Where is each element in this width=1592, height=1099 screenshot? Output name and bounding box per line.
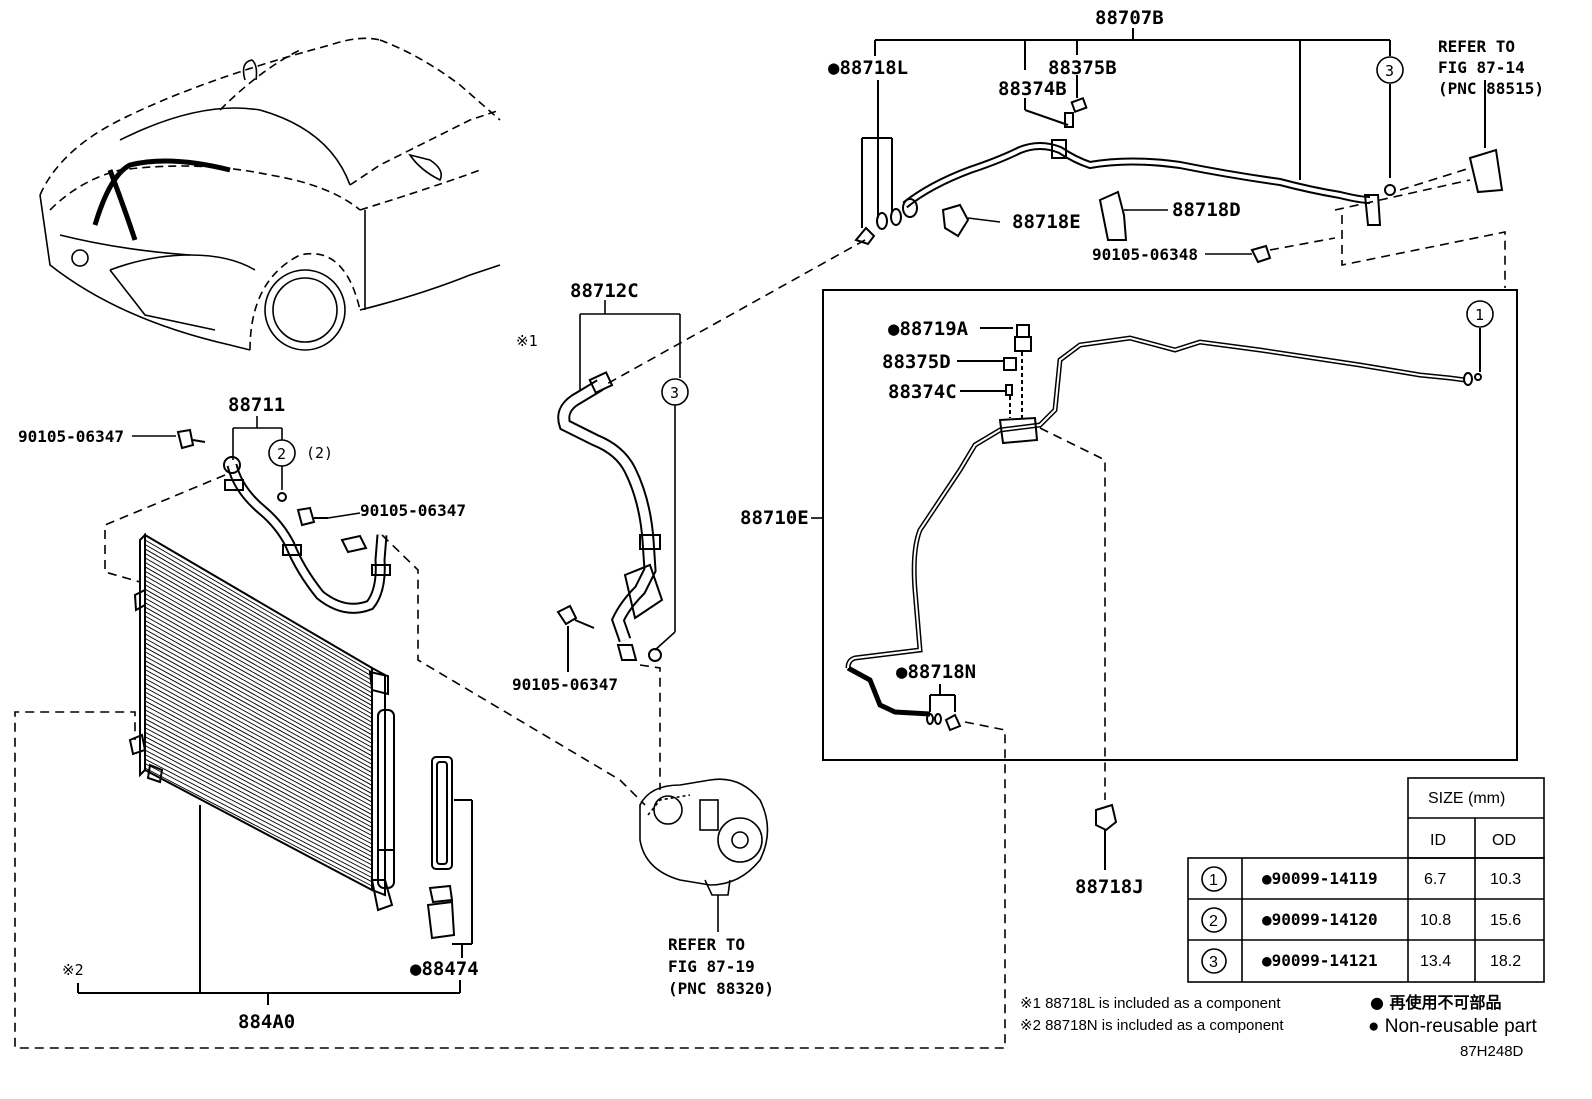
- pipe-88707b: [854, 80, 1504, 264]
- table-header-id: ID: [1430, 832, 1446, 849]
- circle-1-label: 1: [1475, 306, 1484, 324]
- note-mark-2: ※2: [62, 961, 84, 979]
- legend-jp: ● 再使用不可部品: [1370, 993, 1502, 1012]
- label-88375b: 88375B: [1048, 57, 1117, 79]
- table-row-3-num: 3: [1209, 954, 1218, 971]
- dashed-link-compressor: [639, 664, 661, 790]
- compressor-illustration: [639, 778, 769, 932]
- label-88375d: 88375D: [882, 351, 951, 373]
- qty-2: (2): [306, 444, 333, 462]
- desiccant-88474: [426, 756, 473, 993]
- table-row-1-od: 10.3: [1490, 871, 1521, 888]
- table-row-2-num: 2: [1209, 913, 1218, 930]
- label-88474: ●88474: [410, 958, 479, 980]
- footnote-2: ※2 88718N is included as a component: [1020, 1017, 1284, 1034]
- dashed-links-top: [604, 167, 1506, 386]
- figure-code: 87H248D: [1460, 1043, 1524, 1060]
- label-90105-06347-b: 90105-06347: [360, 501, 466, 520]
- label-88707b: 88707B: [1095, 7, 1164, 29]
- dashed-links-box: [14, 427, 1106, 1049]
- table-row-1-id: 6.7: [1424, 871, 1446, 888]
- label-88712c: 88712C: [570, 280, 639, 302]
- clamp-88718j: [1095, 803, 1118, 870]
- label-88718l: ●88718L: [828, 57, 908, 79]
- table-header-size: SIZE (mm): [1428, 790, 1505, 807]
- table-row-2-part: ●90099-14120: [1262, 910, 1378, 929]
- label-90105-06348: 90105-06348: [1092, 245, 1198, 264]
- refer-87-19-line1: REFER TO: [668, 935, 745, 954]
- table-row-2-id: 10.8: [1420, 912, 1451, 929]
- bracket-88707b: [861, 28, 1391, 228]
- label-88710e: 88710E: [740, 507, 809, 529]
- label-90105-06347-a: 90105-06347: [18, 427, 124, 446]
- footnote-1: ※1 88718L is included as a component: [1020, 995, 1281, 1012]
- vehicle-illustration: [39, 37, 501, 351]
- label-88718e: 88718E: [1012, 211, 1081, 233]
- label-90105-06347-c: 90105-06347: [512, 675, 618, 694]
- frame-88710e: [822, 289, 1518, 761]
- dashed-links-left: [104, 474, 646, 806]
- circle-3-label: 3: [1385, 62, 1394, 80]
- label-88374c: 88374C: [888, 381, 957, 403]
- table-row-3-part: ●90099-14121: [1262, 951, 1378, 970]
- pipe-88711: [176, 428, 391, 614]
- table-header-od: OD: [1492, 832, 1516, 849]
- label-88719a: ●88719A: [888, 318, 969, 340]
- refer-87-14-line1: REFER TO: [1438, 37, 1515, 56]
- table-row-2-od: 15.6: [1490, 912, 1521, 929]
- leaders-top: [967, 209, 1252, 255]
- note-mark-1: ※1: [516, 332, 538, 350]
- circle-3-label: 3: [670, 384, 679, 402]
- label-88711: 88711: [228, 394, 285, 416]
- hose-88712c: [556, 371, 664, 672]
- table-row-1-part: ●90099-14119: [1262, 869, 1378, 888]
- liquid-tube-88710e: [845, 324, 1482, 732]
- condenser-884a0: [77, 532, 460, 1005]
- label-88374b: 88374B: [998, 78, 1067, 100]
- label-88718j: 88718J: [1075, 876, 1144, 898]
- label-88718n: ●88718N: [896, 661, 976, 683]
- label-88718d: 88718D: [1172, 199, 1241, 221]
- table-row-3-id: 13.4: [1420, 953, 1451, 970]
- refer-87-19-line3: (PNC 88320): [668, 979, 774, 998]
- refer-87-14-line2: FIG 87-14: [1438, 58, 1525, 77]
- size-table-grid: [1187, 777, 1545, 983]
- label-884a0: 884A0: [238, 1011, 295, 1033]
- bracket-88712c: [579, 300, 681, 651]
- table-row-3-od: 18.2: [1490, 953, 1521, 970]
- circle-markers: [268, 56, 1494, 974]
- bracket-88711: [132, 416, 361, 519]
- table-row-1-num: 1: [1209, 872, 1218, 889]
- circle-2-label: 2: [277, 445, 286, 463]
- refer-87-19-line2: FIG 87-19: [668, 957, 755, 976]
- legend-non-reusable: ● Non-reusable part: [1368, 1016, 1538, 1037]
- refer-87-14-line3: (PNC 88515): [1438, 79, 1544, 98]
